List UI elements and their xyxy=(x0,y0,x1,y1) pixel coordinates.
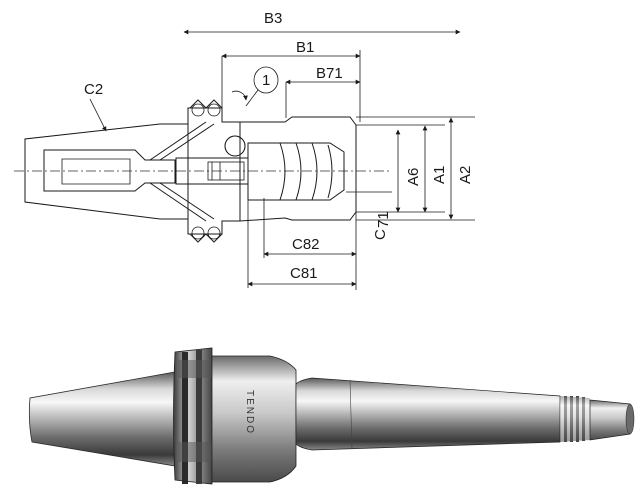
groove-circle-bottom-2 xyxy=(207,226,221,240)
product-render: TENDO xyxy=(28,347,635,485)
channel-up xyxy=(149,121,207,161)
rotation-arrow xyxy=(231,90,248,101)
dim-c82-label: C82 xyxy=(292,236,320,253)
callout-leader xyxy=(245,89,259,107)
render-rings xyxy=(560,396,590,442)
coolant-tube xyxy=(175,157,249,185)
dim-b71-label: B71 xyxy=(316,65,343,82)
callout-bubble xyxy=(253,66,279,94)
groove-circle-bottom xyxy=(191,226,205,240)
render-extension xyxy=(295,377,561,451)
render-taper xyxy=(28,371,176,467)
channel-down-2 xyxy=(159,182,215,220)
groove-circle-top xyxy=(191,103,205,117)
taper-body xyxy=(24,123,189,220)
render-flange-groove-2 xyxy=(196,350,202,484)
render-flange-groove xyxy=(182,352,188,484)
render-brand: TENDO xyxy=(244,390,255,435)
dim-a6-label: A6 xyxy=(405,168,422,186)
groove-circle-top-2 xyxy=(207,103,221,117)
channel-up-2 xyxy=(159,123,215,161)
taper-bore xyxy=(43,149,176,192)
dim-c81-label: C81 xyxy=(290,265,318,282)
channel-down xyxy=(149,182,207,222)
render-ext-line xyxy=(349,379,353,449)
render-nose-face xyxy=(625,403,635,435)
dim-a2-label: A2 xyxy=(457,166,474,184)
render-flange-notch-2 xyxy=(178,442,212,462)
dim-b3-label: B3 xyxy=(264,10,282,27)
v-groove-bottom xyxy=(189,233,223,243)
dim-c2-leader xyxy=(89,98,107,132)
v-groove-top xyxy=(189,99,223,109)
dim-b1-label: B1 xyxy=(296,39,314,56)
dimensions: B3 B1 B71 1 C2 A6 A1 A2 C xyxy=(84,10,475,290)
render-flange-notch xyxy=(178,360,212,378)
dim-a1-label: A1 xyxy=(431,166,448,184)
dim-c71-label: C xyxy=(372,229,389,240)
dim-c71-sub: 71 xyxy=(375,211,392,228)
render-head xyxy=(211,355,297,483)
section-view xyxy=(14,99,390,243)
drawbar-channel xyxy=(61,158,131,185)
callout-label: 1 xyxy=(262,72,270,89)
ball-hatch xyxy=(224,135,246,157)
spiral-grooves xyxy=(279,142,333,201)
head-body xyxy=(239,116,357,222)
coolant-screw xyxy=(207,161,245,181)
dim-c2-label: C2 xyxy=(84,81,103,98)
